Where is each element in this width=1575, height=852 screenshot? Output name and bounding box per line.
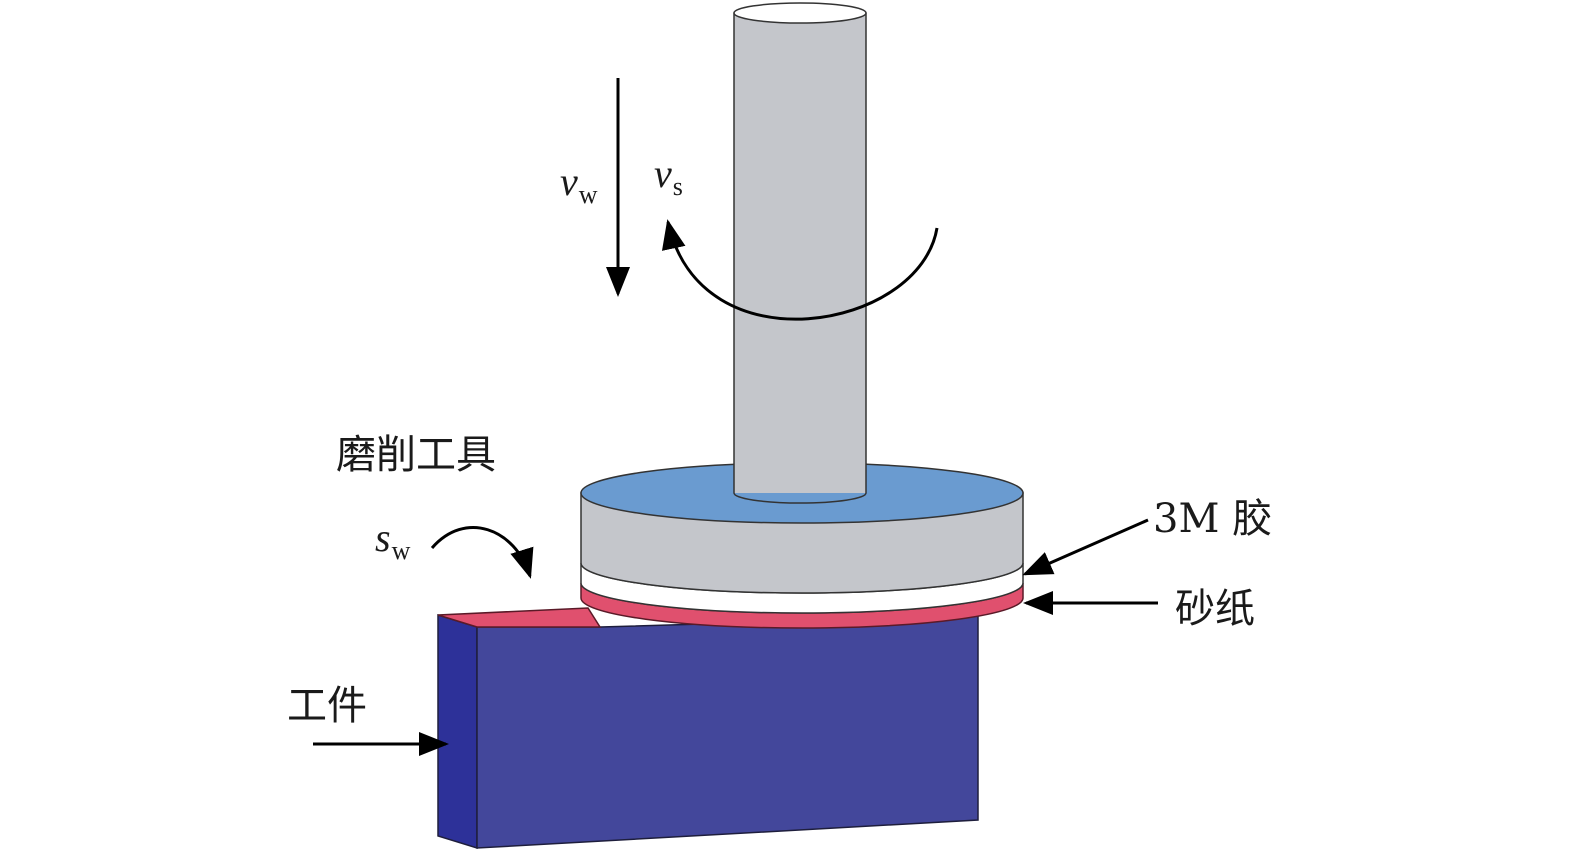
workpiece-front-face bbox=[476, 615, 979, 849]
work-rotation-symbol: sw bbox=[375, 515, 411, 565]
rotation-arrow bbox=[662, 219, 939, 321]
workpiece-label: 工件 bbox=[287, 683, 367, 729]
workpiece-top-strip bbox=[437, 607, 602, 628]
adhesive-label: 3M 胶 bbox=[1153, 496, 1272, 542]
sandpaper-label: 砂纸 bbox=[1175, 586, 1255, 632]
spindle-shaft bbox=[734, 13, 866, 493]
spindle-top-face bbox=[733, 2, 867, 24]
feed-velocity-symbol: vw bbox=[560, 159, 598, 209]
work-rotation-arrow bbox=[430, 526, 534, 579]
spindle bbox=[733, 2, 867, 504]
workpiece-side-face bbox=[437, 613, 478, 850]
spindle-velocity-symbol: vs bbox=[654, 151, 683, 201]
adhesive-leader-arrow bbox=[1022, 518, 1149, 576]
workpiece bbox=[437, 607, 979, 850]
spindle-bottom-edge bbox=[733, 492, 867, 504]
tool-label: 磨削工具 bbox=[336, 432, 496, 478]
